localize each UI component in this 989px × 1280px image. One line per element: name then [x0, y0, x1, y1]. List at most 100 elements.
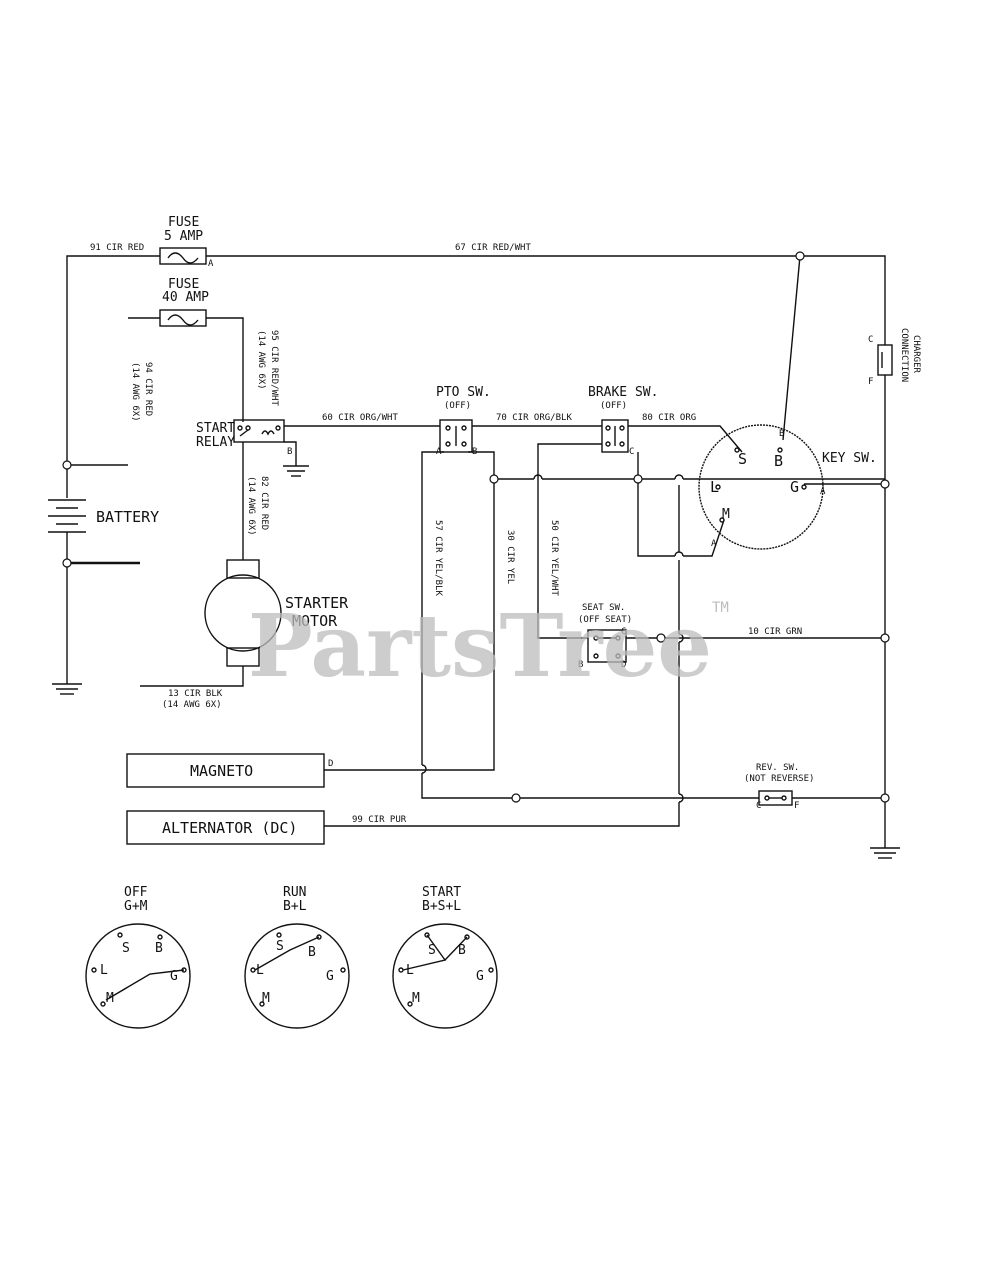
brake-terminal-c: C	[629, 447, 634, 457]
fuse-5-title: FUSE	[168, 215, 199, 230]
magneto-box	[126, 753, 325, 788]
wire-10-label: 10 CIR GRN	[748, 627, 802, 637]
wire-70-label: 70 CIR ORG/BLK	[496, 413, 572, 423]
fuse-5-terminal-a: A	[208, 259, 214, 269]
junction-seat	[656, 633, 666, 643]
key-terminal-l: L	[710, 478, 719, 496]
magneto-terminal-d: D	[328, 759, 333, 769]
key-pos-run-s: S	[276, 939, 284, 954]
charger-terminal-c: C	[868, 335, 873, 345]
junction-right-1	[880, 479, 890, 489]
wire-13-gauge: (14 AWG 6X)	[162, 700, 222, 710]
key-pos-off-l: L	[100, 963, 108, 978]
seat-terminal-d: D	[621, 660, 626, 670]
seat-terminal-b: B	[578, 660, 583, 670]
fuse-5-rating: 5 AMP	[164, 229, 203, 244]
junction-bus-2	[633, 474, 643, 484]
charger-connection	[877, 344, 893, 376]
key-pos-start-title: START	[422, 885, 461, 900]
junction-lower	[511, 793, 521, 803]
key-terminal-g: G	[790, 478, 799, 496]
key-terminal-b: B	[774, 452, 783, 470]
key-pos-run-l: L	[256, 963, 264, 978]
key-pos-run-title: RUN	[283, 885, 306, 900]
seat-switch	[587, 629, 627, 663]
wire-60-label: 60 CIR ORG/WHT	[322, 413, 398, 423]
junction-right-2	[880, 633, 890, 643]
key-pos-off-title: OFF	[124, 885, 148, 900]
fuse-40-amp	[128, 309, 244, 422]
key-switch-label: KEY SW.	[822, 451, 877, 466]
key-pos-run-b: B	[308, 945, 316, 960]
starter-motor	[140, 559, 282, 687]
reverse-switch-title: REV. SW.	[756, 763, 799, 773]
start-relay-label-2: RELAY	[196, 435, 235, 450]
key-external-b: B	[779, 429, 784, 439]
key-external-a-right: A	[820, 487, 826, 497]
pto-switch-state: (OFF)	[444, 401, 471, 411]
battery-symbol	[48, 464, 140, 695]
wire-91-label: 91 CIR RED	[90, 243, 144, 253]
start-relay-label-1: START	[196, 421, 235, 436]
pto-switch	[439, 419, 473, 453]
seat-switch-title: SEAT SW.	[582, 603, 625, 613]
key-pos-off-b: B	[155, 941, 163, 956]
key-pos-off-circuit: G+M	[124, 899, 148, 914]
wire-82-label: 82 CIR RED	[259, 476, 269, 530]
battery-positive-terminal	[62, 460, 72, 470]
fuse-5-amp	[159, 247, 207, 265]
starter-label-2: MOTOR	[292, 612, 338, 630]
alternator-box	[126, 810, 325, 845]
wire-82-gauge: (14 AWG 6X)	[246, 476, 256, 536]
key-terminal-s: S	[738, 450, 747, 468]
battery-negative-terminal	[62, 558, 72, 568]
reverse-switch-state: (NOT REVERSE)	[744, 774, 814, 784]
brake-switch-title: BRAKE SW.	[588, 385, 658, 400]
key-switch	[698, 424, 824, 550]
battery-label: BATTERY	[96, 508, 159, 526]
wire-50-label: 50 CIR YEL/WHT	[549, 520, 559, 596]
key-pos-start-circuit: B+S+L	[422, 899, 461, 914]
brake-switch	[601, 419, 629, 453]
wire-99-label: 99 CIR PUR	[352, 815, 407, 825]
key-position-start: START B+S+L L S B G M	[392, 885, 498, 1029]
key-pos-start-m: M	[412, 991, 420, 1006]
fuse-40-rating: 40 AMP	[162, 290, 209, 305]
reverse-terminal-c: C	[756, 801, 761, 811]
key-position-run: RUN B+L L S B G M	[244, 885, 350, 1029]
reverse-switch	[758, 790, 793, 806]
seat-switch-state: (OFF SEAT)	[578, 615, 632, 625]
fuse-40-title: FUSE	[168, 277, 199, 292]
charger-terminal-f: F	[868, 377, 873, 387]
wire-67-label: 67 CIR RED/WHT	[455, 243, 531, 253]
harness-wires	[324, 375, 900, 859]
key-pos-start-g: G	[476, 969, 484, 984]
brake-switch-state: (OFF)	[600, 401, 627, 411]
wire-57-label: 57 CIR YEL/BLK	[433, 520, 443, 596]
key-pos-run-circuit: B+L	[283, 899, 307, 914]
junction-top-right	[795, 251, 805, 261]
wire-30-label: 30 CIR YEL	[505, 530, 515, 584]
alternator-label: ALTERNATOR (DC)	[162, 819, 297, 837]
wire-94-gauge: (14 AWG 6X)	[130, 362, 140, 422]
junction-right-3	[880, 793, 890, 803]
key-external-a: A	[711, 539, 717, 549]
key-terminal-m: M	[722, 507, 730, 522]
key-pos-start-b: B	[458, 943, 466, 958]
wire-95-gauge: (14 AWG 6X)	[256, 330, 266, 390]
watermark-tm: TM	[712, 600, 729, 616]
key-pos-run-g: G	[326, 969, 334, 984]
junction-bus-1	[489, 474, 499, 484]
wire-95-label: 95 CIR RED/WHT	[269, 330, 279, 406]
wire-94-label: 94 CIR RED	[143, 362, 153, 416]
key-pos-start-l: L	[406, 963, 414, 978]
key-pos-start-s: S	[428, 943, 436, 958]
starter-label-1: STARTER	[285, 594, 349, 612]
magneto-label: MAGNETO	[190, 762, 253, 780]
key-pos-run-m: M	[262, 991, 270, 1006]
key-pos-off-s: S	[122, 941, 130, 956]
wire-80-label: 80 CIR ORG	[642, 413, 696, 423]
charger-label-2: CONNECTION	[899, 328, 909, 382]
charger-label-1: CHARGER	[911, 335, 921, 374]
